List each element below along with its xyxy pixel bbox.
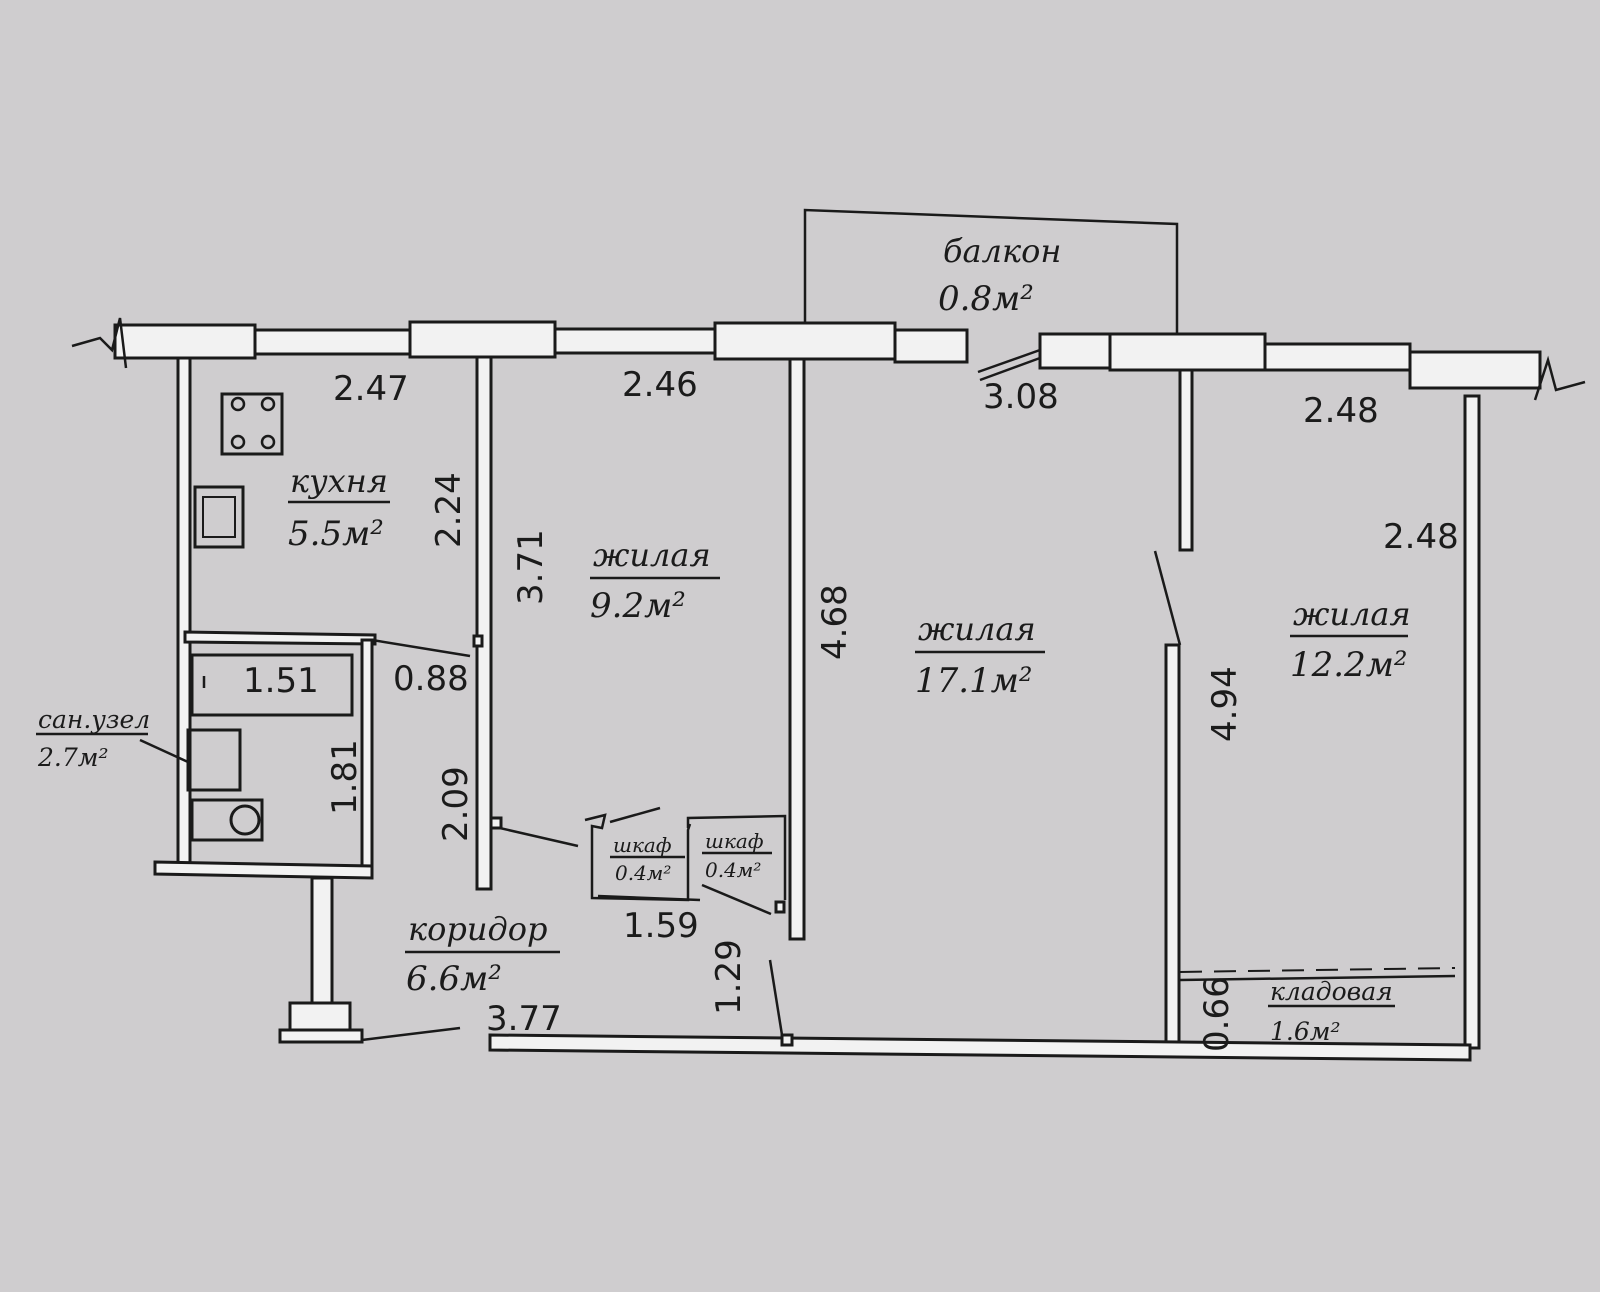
bathroom bbox=[139, 630, 471, 880]
balcony-name: балкон bbox=[943, 232, 1061, 270]
room-17-label: жилая 17.1м² bbox=[915, 610, 1045, 701]
dim-kitchen-depth: 2.24 bbox=[429, 472, 469, 548]
closet-1-label: шкаф 0.4м² bbox=[610, 833, 685, 885]
dim-kitchen-width: 2.47 bbox=[333, 369, 409, 409]
room-12-name: жилая bbox=[1293, 595, 1411, 633]
sink-icon bbox=[193, 485, 245, 549]
closet-2-name: шкаф bbox=[705, 829, 763, 853]
dim-room12-width: 2.48 bbox=[1303, 391, 1379, 431]
closet-1-area: 0.4м² bbox=[615, 861, 671, 885]
storage-name: кладовая bbox=[1270, 977, 1393, 1006]
room-9-name: жилая bbox=[593, 536, 711, 574]
dim-room9-depth: 3.71 bbox=[511, 529, 551, 605]
corridor-label: коридор 6.6м² bbox=[405, 910, 560, 999]
room-12-label: жилая 12.2м² bbox=[1290, 595, 1411, 685]
room-12-area: 12.2м² bbox=[1290, 645, 1408, 685]
dim-room17-depth: 4.68 bbox=[815, 584, 855, 660]
bathroom-area: 2.7м² bbox=[37, 743, 109, 772]
interior-walls bbox=[176, 355, 1481, 1062]
room-17-name: жилая bbox=[918, 610, 1036, 648]
dim-room12-side: 4.94 bbox=[1205, 666, 1245, 742]
balcony bbox=[803, 208, 1179, 334]
washbasin-icon bbox=[186, 728, 242, 792]
bathroom-name: сан.узел bbox=[38, 705, 150, 734]
closets bbox=[584, 806, 787, 902]
kitchen-area: 5.5м² bbox=[288, 514, 384, 554]
dim-bath-width: 1.51 bbox=[243, 661, 319, 701]
dim-corridor-end: 1.29 bbox=[709, 939, 749, 1015]
bathroom-label: сан.узел 2.7м² bbox=[36, 705, 150, 772]
dim-room17-width: 3.08 bbox=[983, 377, 1059, 417]
closet-2-area: 0.4м² bbox=[705, 858, 761, 882]
dim-storage-depth: 0.66 bbox=[1197, 976, 1237, 1052]
corridor-name: коридор bbox=[408, 910, 548, 948]
room-17-area: 17.1м² bbox=[915, 661, 1033, 701]
dim-bath-depth: 1.81 bbox=[325, 739, 365, 815]
kitchen-name: кухня bbox=[290, 462, 388, 500]
dimensions: 2.47 2.46 3.08 2.48 2.48 2.24 3.71 4.68 … bbox=[243, 365, 1459, 1052]
kitchen-label: кухня 5.5м² bbox=[288, 462, 390, 554]
exterior-wall-right bbox=[977, 332, 1586, 401]
dim-corridor-side: 2.09 bbox=[436, 766, 476, 842]
closet-1-name: шкаф bbox=[613, 833, 671, 857]
storage bbox=[1179, 967, 1456, 982]
bathtub-icon bbox=[190, 653, 354, 717]
dim-bath-gap: 0.88 bbox=[393, 659, 469, 699]
room-9-label: жилая 9.2м² bbox=[590, 536, 720, 626]
balcony-label: балкон 0.8м² bbox=[938, 232, 1061, 319]
room-9-area: 9.2м² bbox=[590, 586, 686, 626]
stove-icon bbox=[220, 392, 284, 456]
balcony-area: 0.8м² bbox=[938, 279, 1034, 319]
closet-2-label: шкаф 0.4м² bbox=[702, 829, 772, 882]
storage-label: кладовая 1.6м² bbox=[1268, 977, 1395, 1046]
storage-area: 1.6м² bbox=[1270, 1017, 1341, 1046]
toilet-icon bbox=[190, 798, 264, 842]
dim-room12-depth: 2.48 bbox=[1383, 517, 1459, 557]
corridor-area: 6.6м² bbox=[406, 959, 502, 999]
exterior-wall-left bbox=[71, 317, 969, 369]
dim-room9-width: 2.46 bbox=[622, 365, 698, 405]
entrance bbox=[278, 876, 461, 1044]
dim-corridor-length: 3.77 bbox=[486, 999, 562, 1039]
dim-closet-width: 1.59 bbox=[623, 906, 699, 946]
